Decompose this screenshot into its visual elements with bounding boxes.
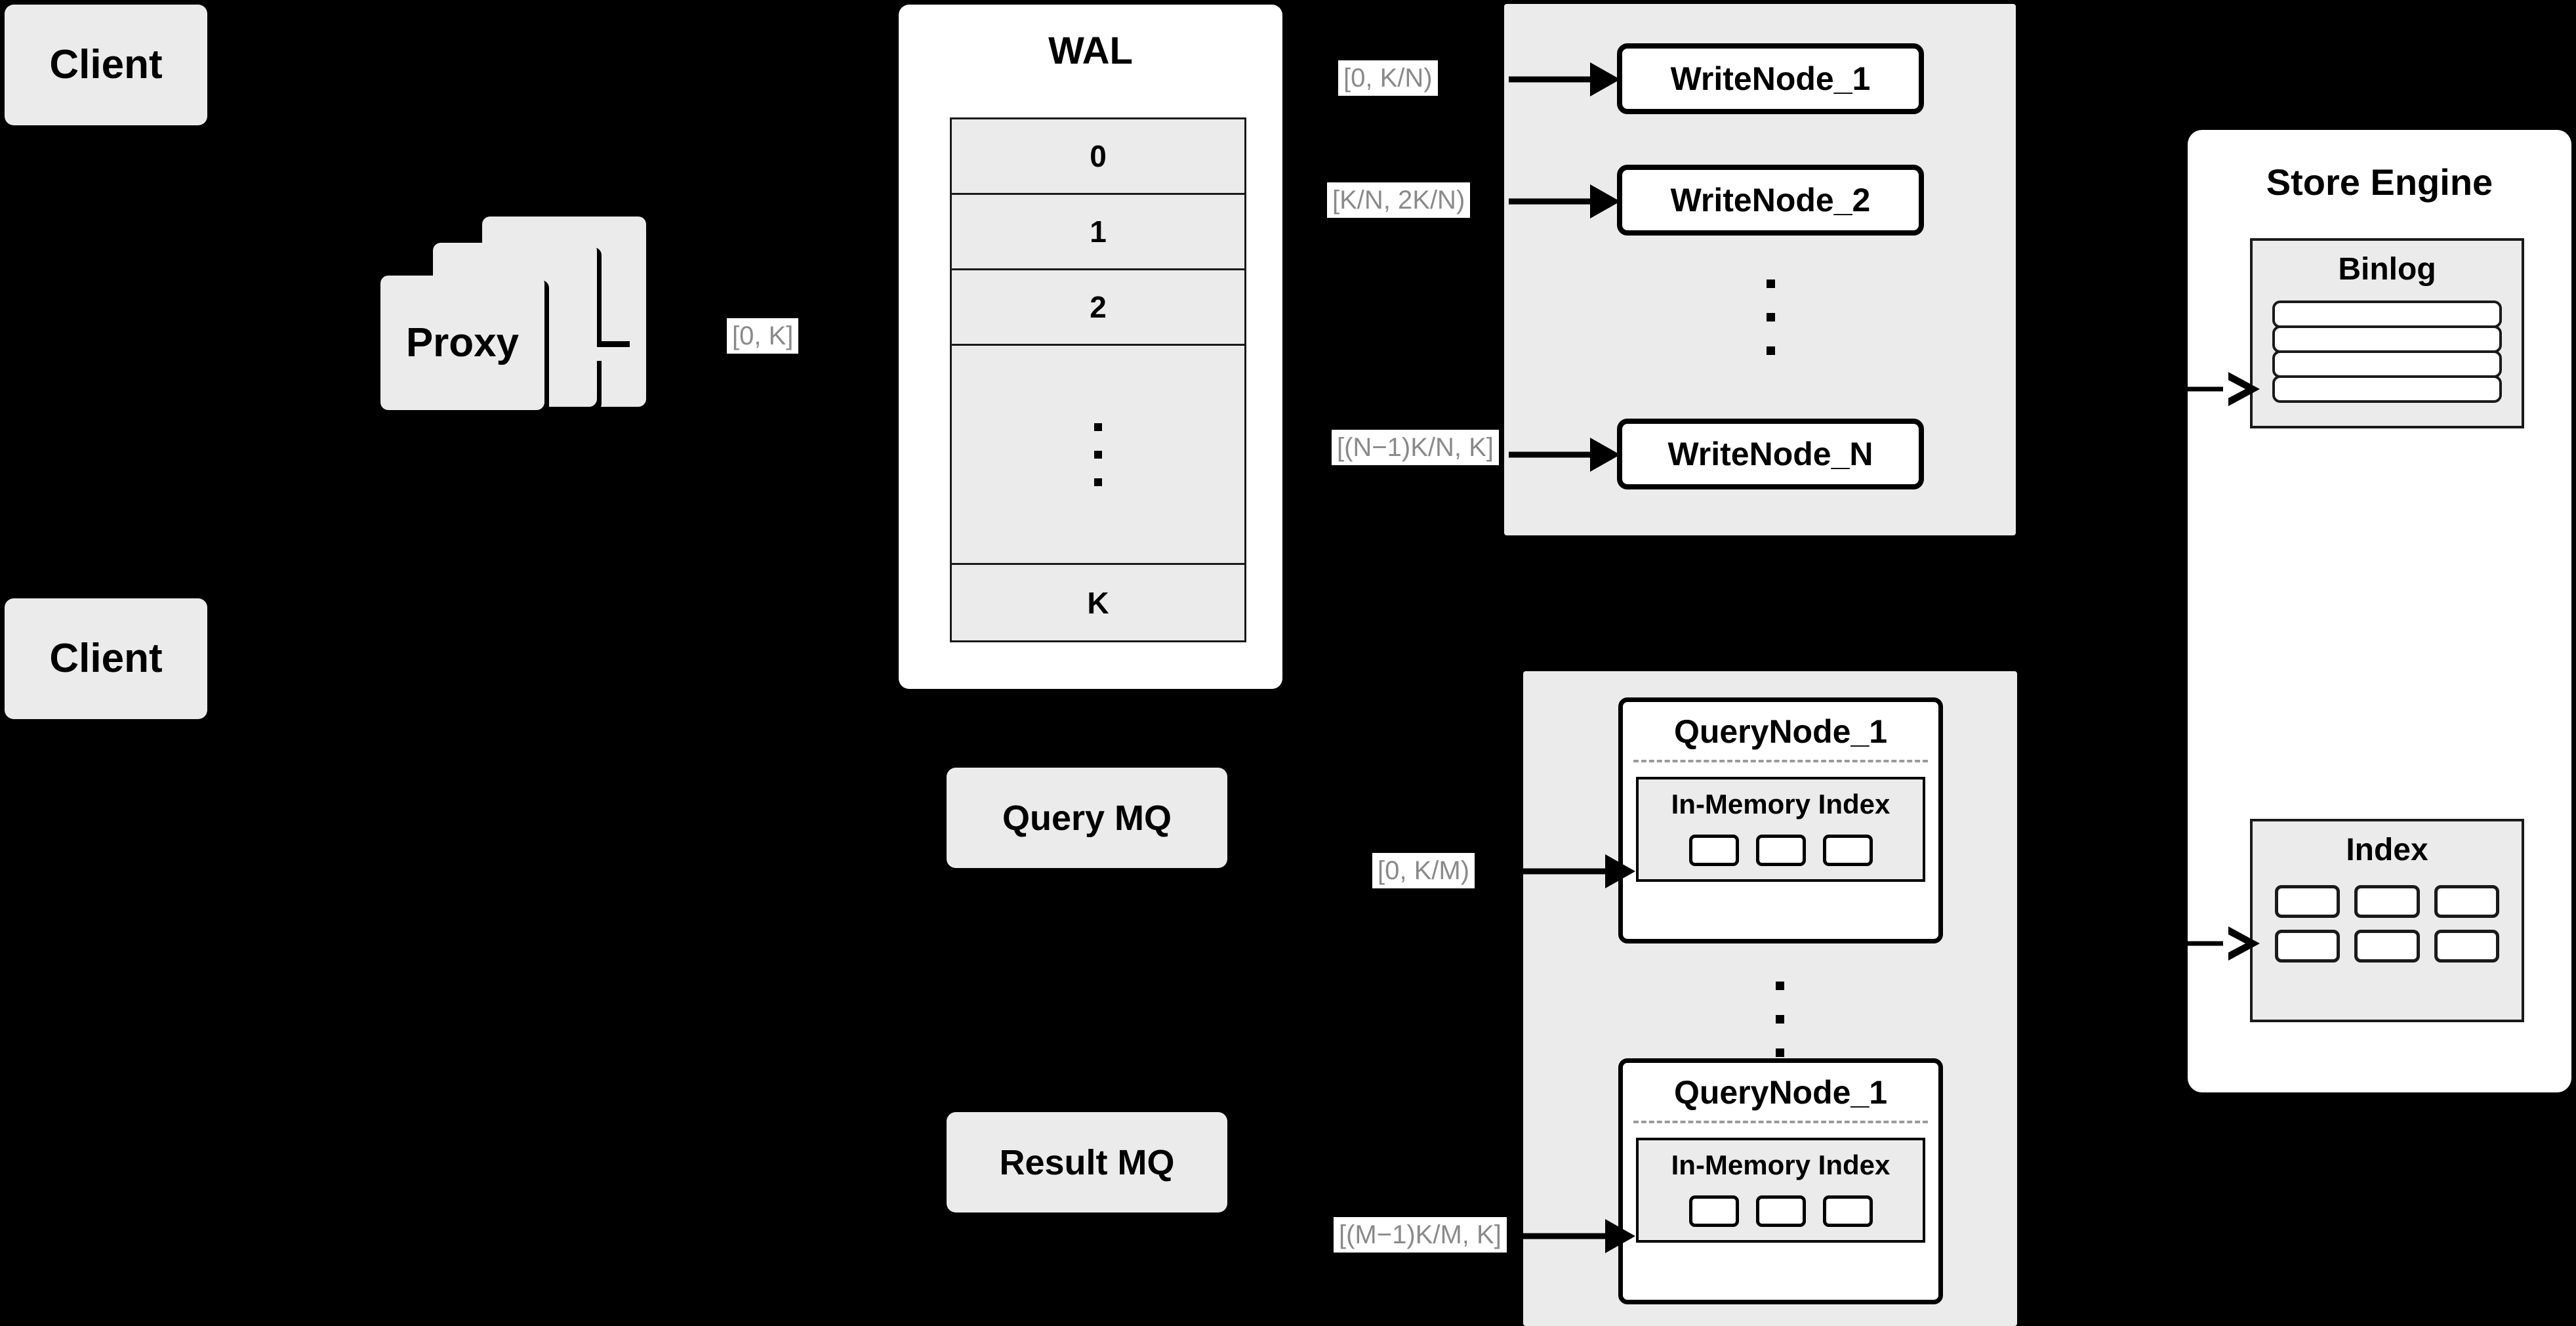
write-node-n-range-label: [(N−1)K/N, K]	[1332, 430, 1499, 465]
index-section: Index	[2250, 819, 2524, 1022]
index-cell[interactable]	[1755, 1195, 1806, 1227]
index-cell[interactable]	[1822, 835, 1873, 866]
proxy-connector-nub	[597, 341, 630, 361]
query-node-cluster-panel: QueryNode_1 In-Memory Index QueryNode_1 …	[1523, 671, 2017, 1326]
proxy-label: Proxy	[405, 320, 520, 365]
write-node-2[interactable]: WriteNode_2	[1617, 165, 1924, 236]
binlog-row-list	[2272, 300, 2502, 403]
proxy-stack[interactable]: Proxy	[380, 217, 682, 433]
wal-entry-table: 0 1 2 K	[950, 117, 1246, 642]
write-node-n-label: WriteNode_N	[1667, 436, 1873, 472]
wal-title: WAL	[1048, 30, 1133, 72]
index-cell[interactable]	[1688, 1195, 1739, 1227]
write-node-2-label: WriteNode_2	[1670, 182, 1871, 218]
wal-row[interactable]: 1	[952, 195, 1244, 270]
inmemory-index-cells	[1639, 1195, 1923, 1227]
write-node-2-range-label: [K/N, 2K/N)	[1327, 182, 1471, 218]
client-node-top[interactable]: Client	[5, 5, 207, 125]
binlog-row[interactable]	[2272, 375, 2502, 403]
query-node-m-range-label: [(M−1)K/M, K]	[1334, 1217, 1507, 1253]
write-node-n[interactable]: WriteNode_N	[1617, 419, 1924, 489]
write-node-1[interactable]: WriteNode_1	[1617, 43, 1924, 114]
index-title: Index	[2346, 833, 2428, 867]
store-engine-panel: Store Engine Binlog Index	[2188, 130, 2571, 1092]
index-cell[interactable]	[1755, 835, 1806, 866]
write-node-cluster-panel: WriteNode_1 WriteNode_2 WriteNode_N	[1504, 4, 2016, 535]
query-node-m[interactable]: QueryNode_1 In-Memory Index	[1618, 1058, 1943, 1304]
query-node-1-divider	[1633, 760, 1928, 762]
proxy-card-front[interactable]: Proxy	[380, 276, 544, 410]
query-node-m-inmemory-index: In-Memory Index	[1636, 1138, 1925, 1243]
binlog-section: Binlog	[2250, 238, 2524, 428]
inmemory-index-title: In-Memory Index	[1671, 1150, 1891, 1180]
inmemory-index-cells	[1639, 835, 1923, 866]
query-node-1-inmemory-index: In-Memory Index	[1636, 777, 1925, 882]
wal-row[interactable]: 0	[952, 119, 1244, 195]
arrow-to-write-node-n	[1509, 436, 1620, 473]
index-cell[interactable]	[1688, 835, 1739, 866]
index-cell[interactable]	[2275, 885, 2341, 918]
client-node-bottom[interactable]: Client	[5, 598, 207, 719]
wal-row[interactable]: 2	[952, 270, 1244, 346]
arrow-to-query-node-1	[1517, 853, 1635, 890]
binlog-title: Binlog	[2338, 252, 2436, 287]
write-node-1-range-label: [0, K/N)	[1338, 60, 1438, 96]
query-node-1-range-label: [0, K/M)	[1372, 853, 1475, 888]
arrow-to-index	[2184, 925, 2260, 962]
index-cell[interactable]	[2354, 930, 2420, 963]
arrow-to-binlog	[2184, 371, 2260, 407]
index-cell-grid	[2275, 885, 2499, 963]
store-engine-title: Store Engine	[2266, 161, 2493, 203]
binlog-row[interactable]	[2272, 350, 2502, 378]
index-cell[interactable]	[1822, 1195, 1873, 1227]
arrow-to-write-node-2	[1509, 183, 1620, 220]
query-mq-box[interactable]: Query MQ	[947, 768, 1227, 868]
write-node-ellipsis	[1767, 280, 1775, 355]
binlog-row[interactable]	[2272, 325, 2502, 353]
write-node-1-label: WriteNode_1	[1670, 60, 1871, 97]
binlog-row[interactable]	[2272, 300, 2502, 328]
arrow-to-write-node-1	[1509, 61, 1620, 98]
query-node-m-divider	[1633, 1121, 1928, 1123]
query-node-1-label: QueryNode_1	[1673, 713, 1888, 750]
query-node-m-label: QueryNode_1	[1673, 1074, 1888, 1111]
inmemory-index-title: In-Memory Index	[1671, 789, 1891, 819]
result-mq-box[interactable]: Result MQ	[947, 1112, 1227, 1212]
index-cell[interactable]	[2275, 930, 2341, 963]
wal-row[interactable]: K	[952, 565, 1244, 640]
wal-panel: WAL 0 1 2 K	[899, 5, 1282, 689]
arrow-to-query-node-m	[1517, 1218, 1635, 1254]
query-node-1[interactable]: QueryNode_1 In-Memory Index	[1618, 697, 1943, 943]
index-cell[interactable]	[2434, 885, 2499, 918]
index-cell[interactable]	[2434, 930, 2499, 963]
index-cell[interactable]	[2354, 885, 2420, 918]
query-node-ellipsis	[1776, 982, 1784, 1057]
proxy-output-range-label: [0, K]	[727, 318, 799, 354]
wal-row-ellipsis	[952, 346, 1244, 565]
